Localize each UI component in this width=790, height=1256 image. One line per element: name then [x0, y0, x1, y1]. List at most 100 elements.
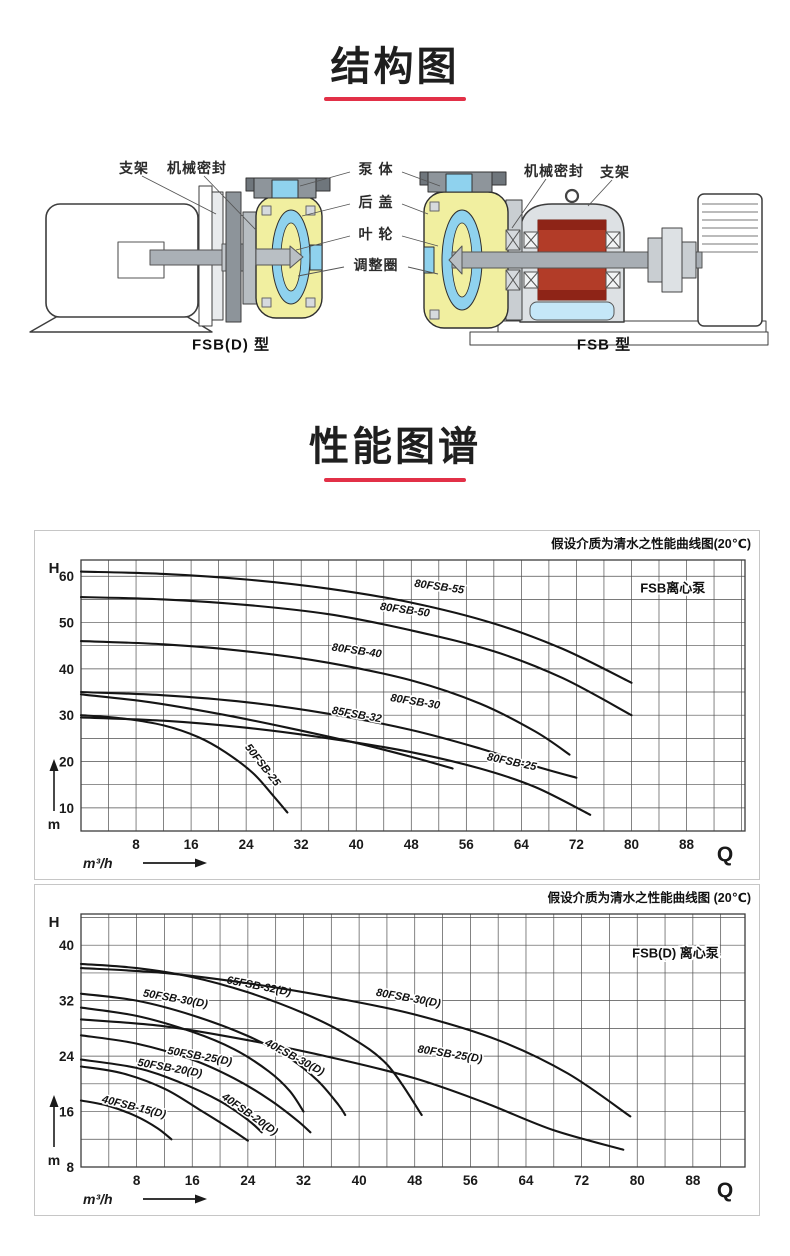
casing-bolt	[305, 205, 316, 216]
rotor-band	[538, 290, 606, 300]
x-tick: 72	[574, 1173, 589, 1188]
structure-title-underline	[324, 97, 466, 101]
curve-label-80FSB-55: 80FSB-55	[414, 578, 466, 597]
label-pump-body: 泵 体	[358, 161, 394, 177]
x-arrow-head	[195, 1194, 207, 1204]
curve-80FSB-25(D)	[79, 1018, 625, 1151]
impeller-nose-right	[448, 245, 463, 275]
x-unit-label: m³/h	[83, 855, 113, 871]
caption-fsb: FSB 型	[576, 336, 632, 354]
casing-bolt	[429, 309, 440, 320]
label-impeller: 叶 轮	[358, 226, 394, 242]
curve-80FSB-55	[79, 570, 633, 684]
motor-fins	[702, 203, 758, 253]
impeller-hub	[255, 248, 291, 266]
plot-border	[80, 913, 746, 1168]
impeller-nose	[289, 245, 304, 269]
casing-bolt	[261, 205, 272, 216]
curve-80FSB-25	[79, 716, 592, 816]
x-tick: 64	[514, 837, 530, 852]
curve-40FSB-15(D)	[79, 1099, 173, 1141]
y-tick: 16	[59, 1105, 75, 1120]
curve-label-80FSB-40: 80FSB-40	[331, 642, 383, 661]
curve-label-80FSB-50: 80FSB-50	[379, 601, 431, 620]
y-tick: 8	[66, 1160, 74, 1175]
x-tick: 24	[239, 837, 255, 852]
x-tick: 72	[569, 837, 584, 852]
y-tick: 40	[59, 938, 74, 953]
coupling	[647, 227, 697, 293]
x-tick: 88	[685, 1173, 701, 1188]
x-tick: 80	[630, 1173, 645, 1188]
curve-40FSB-30(D)	[79, 1006, 305, 1113]
curve-65FSB-32(D)	[79, 962, 423, 1117]
x-tick: 24	[240, 1173, 256, 1188]
curve-label-40FSB-20(D): 40FSB-20(D)	[219, 1090, 281, 1138]
leader-lines	[141, 171, 613, 277]
x-tick: 88	[679, 837, 695, 852]
y-tick: 30	[59, 708, 74, 723]
structure-diagram-canvas	[29, 171, 769, 346]
label-back-cover: 后 盖	[358, 194, 394, 210]
y-axis-symbol: H	[49, 560, 60, 577]
chart-annotation: FSB(D) 离心泵	[632, 946, 719, 961]
rotor-band	[538, 220, 606, 230]
curve-label-85FSB-32: 85FSB-32	[331, 705, 382, 726]
label-right-bracket: 支架	[600, 164, 630, 180]
x-arrow-head	[195, 858, 207, 868]
curve-label-40FSB-30(D): 40FSB-30(D)	[262, 1036, 327, 1078]
mechanical-seal-part	[505, 229, 521, 291]
y-tick: 40	[59, 662, 74, 677]
x-tick: 8	[133, 1173, 141, 1188]
label-left-mech-seal: 机械密封	[167, 160, 227, 176]
structure-diagram: 支架 机械密封 泵 体 后 盖 叶 轮 调整圈 机械密封 支架 FSB(D) 型…	[0, 126, 790, 366]
flange-wing	[491, 171, 507, 186]
chart-annotation: FSB离心泵	[640, 580, 705, 595]
inlet-bore	[271, 179, 299, 199]
caption-fsbd: FSB(D) 型	[192, 336, 270, 354]
y-tick: 50	[59, 616, 74, 631]
bracket	[225, 191, 242, 323]
casing-bolt	[261, 297, 272, 308]
plot-border	[80, 559, 746, 832]
curve-85FSB-32	[79, 693, 454, 770]
y-tick: 32	[59, 994, 74, 1009]
label-adjusting-ring: 调整圈	[353, 257, 399, 273]
back-cover-part	[242, 211, 258, 305]
x-tick: 32	[296, 1173, 311, 1188]
x-tick: 48	[404, 837, 420, 852]
curve-40FSB-20(D)	[79, 1065, 249, 1142]
y-unit-label: m	[48, 1152, 60, 1168]
y-tick: 20	[59, 755, 74, 770]
curve-50FSB-25(D)	[79, 1034, 312, 1134]
x-tick: 48	[407, 1173, 423, 1188]
x-tick: 16	[185, 1173, 201, 1188]
suction-bore	[423, 246, 435, 274]
x-tick: 8	[132, 837, 140, 852]
curve-50FSB-25	[79, 714, 289, 814]
x-tick: 40	[352, 1173, 367, 1188]
curve-label-50FSB-30(D): 50FSB-30(D)	[142, 987, 209, 1010]
curve-50FSB-20(D)	[79, 1058, 263, 1134]
base-plate	[469, 331, 769, 346]
x-tick: 40	[349, 837, 364, 852]
performance-section-title: 性能图谱	[309, 425, 481, 469]
performance-title-underline	[324, 478, 466, 482]
pump-fsb-drawing	[419, 171, 769, 346]
bearings	[523, 231, 621, 289]
curve-80FSB-30(D)	[79, 967, 632, 1118]
curve-label-80FSB-30: 80FSB-30	[389, 692, 441, 712]
curve-50FSB-30(D)	[79, 992, 347, 1117]
x-tick: 64	[518, 1173, 534, 1188]
label-left-bracket: 支架	[119, 160, 149, 176]
y-tick: 24	[59, 1049, 75, 1064]
motor-right	[697, 193, 763, 327]
x-tick: 80	[624, 837, 639, 852]
curve-80FSB-30	[79, 690, 578, 779]
curve-label-80FSB-30(D): 80FSB-30(D)	[375, 987, 442, 1010]
